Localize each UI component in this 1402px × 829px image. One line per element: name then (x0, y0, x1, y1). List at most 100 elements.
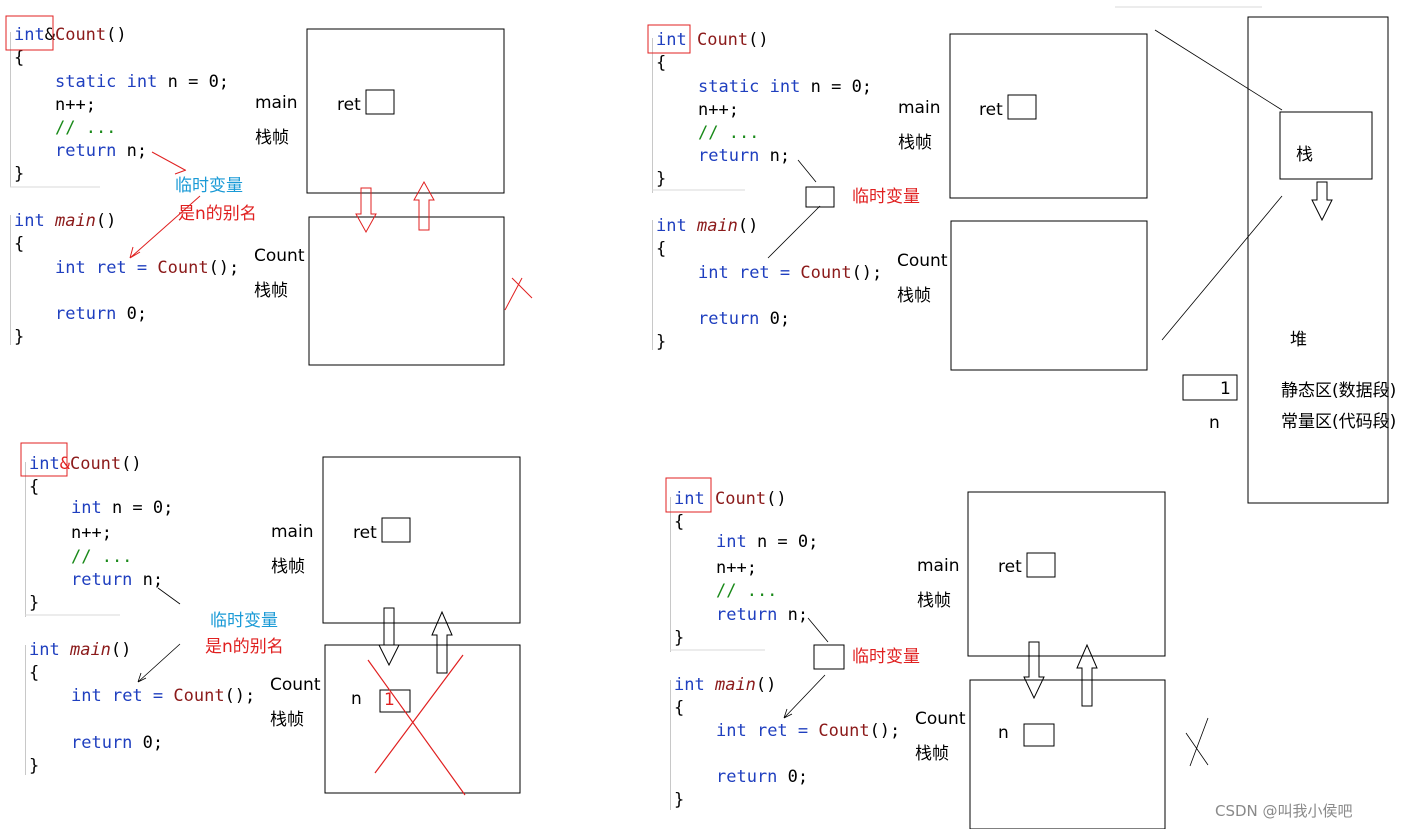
static-n-slot (1182, 374, 1238, 401)
count-label: Count (254, 246, 305, 266)
return-type-highlight (647, 24, 691, 54)
code-line: // ... (71, 547, 133, 567)
ret-slot (1007, 94, 1037, 120)
code-line: n++; (716, 558, 757, 578)
count-label: Count (270, 675, 321, 695)
n-slot (379, 689, 411, 713)
count-stack-frame (324, 644, 521, 794)
ret-label: ret (353, 523, 377, 543)
zoom-line (1154, 29, 1283, 111)
code-line: // ... (55, 118, 117, 138)
code-line: { (14, 234, 25, 254)
main-stack-frame (967, 491, 1166, 657)
code-line: n++; (55, 95, 96, 115)
static-n-value: 1 (1220, 379, 1231, 399)
stack-region (1279, 111, 1373, 180)
code-line: int n = 0; (71, 498, 174, 518)
annotation-pointer (783, 674, 826, 719)
ret-slot (365, 89, 395, 115)
code-line: return n; (716, 605, 809, 625)
code-line: { (14, 48, 25, 68)
code-line: } (29, 756, 40, 776)
count-stack-frame (969, 679, 1166, 829)
main-label: main (917, 556, 960, 576)
code-line: } (674, 790, 685, 810)
code-line: return 0; (55, 304, 148, 324)
code-line: n++; (71, 523, 112, 543)
code-line: { (656, 53, 667, 73)
static-n-label: n (1209, 413, 1220, 433)
annotation-pointer (797, 159, 817, 183)
heap-label: 堆 (1290, 330, 1307, 350)
code-line: n++; (698, 100, 739, 120)
alias-annotation: 是n的别名 (178, 204, 257, 224)
code-line: int&Count() (29, 454, 142, 474)
frame-label: 栈帧 (897, 286, 931, 306)
code-line: return 0; (698, 309, 791, 329)
temp-var-slot (805, 186, 835, 208)
temp-var-slot (813, 644, 845, 670)
frame-label: 栈帧 (270, 710, 304, 730)
call-arrow (1023, 641, 1045, 700)
code-line: int main() (656, 216, 759, 236)
ret-label: ret (998, 557, 1022, 577)
code-line: } (14, 327, 25, 347)
n-slot (1023, 723, 1055, 747)
code-line: int n = 0; (716, 532, 819, 552)
code-line: return 0; (71, 733, 164, 753)
code-line: } (674, 628, 685, 648)
cross-mark (504, 277, 533, 311)
frame-label: 栈帧 (254, 281, 288, 301)
code-line: return n; (698, 146, 791, 166)
return-type-highlight (20, 442, 68, 477)
frame-label: 栈帧 (271, 557, 305, 577)
code-line: { (674, 698, 685, 718)
annotation-pointer (129, 151, 201, 259)
cross-mark (367, 654, 466, 796)
main-label: main (255, 93, 298, 113)
static-area-label: 静态区(数据段) (1281, 381, 1397, 401)
code-line: } (656, 332, 667, 352)
count-label: Count (915, 709, 966, 729)
frame-label: 栈帧 (898, 133, 932, 153)
temp-var-annotation: 临时变量 (175, 176, 243, 196)
annotation-pointer (137, 643, 181, 683)
code-line: int main() (674, 675, 777, 695)
code-line: int Count() (674, 489, 787, 509)
code-line: int ret = Count(); (698, 263, 883, 283)
main-stack-frame (322, 456, 521, 624)
return-type-highlight (5, 15, 54, 51)
count-stack-frame (308, 216, 505, 366)
n-label: n (351, 689, 362, 709)
n-value: 1 (384, 690, 395, 710)
code-line: } (14, 164, 25, 184)
code-line: static int n = 0; (698, 77, 873, 97)
main-stack-frame (306, 28, 505, 194)
code-line: { (29, 663, 40, 683)
frame-label: 栈帧 (917, 591, 951, 611)
code-line: } (656, 169, 667, 189)
frame-label: 栈帧 (915, 744, 949, 764)
code-line: int&Count() (14, 25, 127, 45)
temp-var-annotation: 临时变量 (852, 187, 920, 207)
main-label: main (271, 522, 314, 542)
main-label: main (898, 98, 941, 118)
count-label: Count (897, 251, 948, 271)
heap-arrow (1311, 181, 1333, 222)
code-line: int main() (14, 211, 117, 231)
code-line: int Count() (656, 30, 769, 50)
return-arrow (1076, 643, 1098, 707)
return-arrow (431, 610, 453, 674)
return-type-highlight (665, 477, 712, 513)
ret-label: ret (979, 100, 1003, 120)
ret-slot (381, 517, 411, 543)
code-line: static int n = 0; (55, 72, 230, 92)
code-line: int ret = Count(); (55, 258, 240, 278)
frame-label: 栈帧 (255, 128, 289, 148)
annotation-pointer (767, 205, 821, 259)
alias-annotation: 是n的别名 (205, 637, 284, 657)
annotation-pointer (157, 587, 181, 605)
code-line: } (29, 593, 40, 613)
watermark: CSDN @叫我小侯吧 (1215, 802, 1353, 820)
call-arrow (355, 187, 377, 234)
